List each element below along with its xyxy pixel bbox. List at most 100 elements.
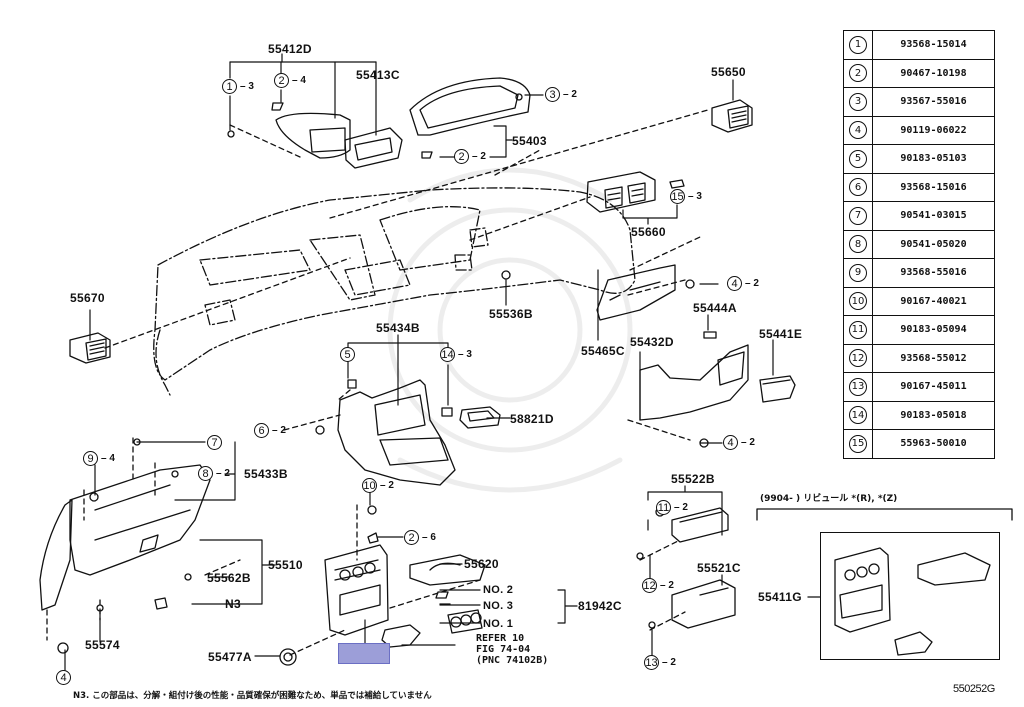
part-number-cell[interactable]: 93568-15014: [872, 30, 995, 60]
part-55536B: [501, 270, 511, 280]
part-label-55562B[interactable]: 55562B: [207, 571, 251, 585]
part-label-55670[interactable]: 55670: [70, 291, 105, 305]
ref-number: 3: [849, 92, 867, 111]
part-label-55413C[interactable]: 55413C: [356, 68, 400, 82]
part-label-55477A[interactable]: 55477A: [208, 650, 252, 664]
part-number-cell[interactable]: 90167-40021: [872, 286, 995, 316]
part-58821D: [459, 406, 501, 429]
callout-3: 3– 2: [545, 87, 577, 102]
part-55413C: [344, 127, 403, 169]
ref-number: 11: [849, 320, 867, 339]
part-label-55433B[interactable]: 55433B: [244, 467, 288, 481]
part-label-55465C[interactable]: 55465C: [581, 344, 625, 358]
callout-10: 10– 2: [362, 478, 394, 493]
part-label-N3[interactable]: N3: [225, 597, 241, 611]
callout-11: 11– 2: [656, 500, 688, 515]
parts-table-row[interactable]: 7 90541-03015: [843, 201, 995, 231]
callout-number: 2: [274, 73, 289, 88]
parts-table-row[interactable]: 4 90119-06022: [843, 115, 995, 145]
part-55444A: [703, 331, 717, 339]
part-label-55536B[interactable]: 55536B: [489, 307, 533, 321]
part-number-cell[interactable]: 93568-55012: [872, 343, 995, 373]
part-label-55412D[interactable]: 55412D: [268, 42, 312, 56]
part-55465C: [596, 264, 695, 321]
part-55434B: [337, 379, 456, 486]
callout-number: 9: [83, 451, 98, 466]
part-label-55411G[interactable]: 55411G: [758, 590, 802, 604]
part-label-55434B[interactable]: 55434B: [376, 321, 420, 335]
part-label-58821D[interactable]: 58821D: [510, 412, 554, 426]
variant-note: (9904- ) リビュール *(R), *(Z): [760, 494, 898, 504]
ref-number-cell: 7: [843, 201, 873, 231]
part-55510: [39, 464, 211, 611]
callout-13: 13– 2: [644, 655, 676, 670]
callout-7: 7: [207, 435, 225, 450]
part-number-cell[interactable]: 93567-55016: [872, 87, 995, 117]
callout-number: 12: [642, 578, 657, 593]
callout-qty: – 2: [563, 89, 577, 100]
screws: [57, 425, 665, 666]
callout-9: 9– 4: [83, 451, 115, 466]
part-number-cell[interactable]: 93568-15016: [872, 172, 995, 202]
part-label-55650[interactable]: 55650: [711, 65, 746, 79]
part-number-cell[interactable]: 90541-05020: [872, 229, 995, 259]
part-label-81942C[interactable]: 81942C: [578, 599, 622, 613]
part-number-cell[interactable]: 93568-55016: [872, 258, 995, 288]
callout-6: 6– 2: [254, 423, 286, 438]
part-label-55441E[interactable]: 55441E: [759, 327, 803, 341]
ref-number-cell: 6: [843, 172, 873, 202]
callout-qty: – 2: [745, 278, 759, 289]
part-label-55660[interactable]: 55660: [631, 225, 666, 239]
ref-number: 4: [849, 121, 867, 140]
part-55521C: [671, 579, 736, 629]
part-number-cell[interactable]: 90167-45011: [872, 372, 995, 402]
part-label-55432D[interactable]: 55432D: [630, 335, 674, 349]
callout-number: 2: [454, 149, 469, 164]
callout-number: 13: [644, 655, 659, 670]
part-number-cell[interactable]: 90467-10198: [872, 58, 995, 88]
ref-number: 7: [849, 206, 867, 225]
parts-table-row[interactable]: 3 93567-55016: [843, 87, 995, 117]
highlighted-part-marker[interactable]: [338, 643, 390, 664]
part-number-cell[interactable]: 90183-05018: [872, 400, 995, 430]
part-number-cell[interactable]: 90183-05103: [872, 144, 995, 174]
callout-5: 5: [340, 347, 358, 362]
label-no1: NO. 1: [483, 618, 514, 630]
callout-qty: – 2: [472, 151, 486, 162]
part-number-cell[interactable]: 90119-06022: [872, 115, 995, 145]
parts-table-row[interactable]: 9 93568-55016: [843, 258, 995, 288]
callout-2: 2– 2: [454, 149, 486, 164]
part-label-55521C[interactable]: 55521C: [697, 561, 741, 575]
part-label-55522B[interactable]: 55522B: [671, 472, 715, 486]
part-number-cell[interactable]: 90183-05094: [872, 315, 995, 345]
ref-number-cell: 10: [843, 286, 873, 316]
part-label-55444A[interactable]: 55444A: [693, 301, 737, 315]
callout-number: 11: [656, 500, 671, 515]
part-label-55574[interactable]: 55574: [85, 638, 120, 652]
label-no2: NO. 2: [483, 584, 514, 596]
part-label-55510[interactable]: 55510: [268, 558, 303, 572]
part-number-cell[interactable]: 90541-03015: [872, 201, 995, 231]
label-no3: NO. 3: [483, 600, 514, 612]
callout-number: 4: [56, 670, 71, 685]
callout-number: 4: [727, 276, 742, 291]
parts-table-row[interactable]: 11 90183-05094: [843, 315, 995, 345]
ref-number: 9: [849, 263, 867, 282]
part-label-55620[interactable]: 55620: [464, 557, 499, 571]
part-label-55403[interactable]: 55403: [512, 134, 547, 148]
callout-number: 3: [545, 87, 560, 102]
ref-number-cell: 11: [843, 315, 873, 345]
part-number-cell[interactable]: 55963-50010: [872, 429, 995, 459]
part-center-panel: [324, 544, 486, 648]
